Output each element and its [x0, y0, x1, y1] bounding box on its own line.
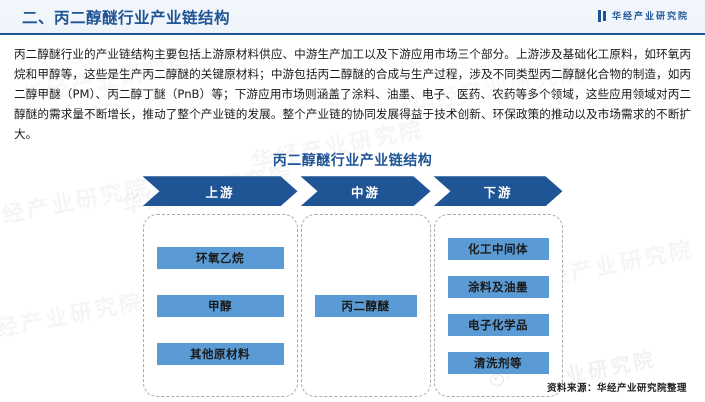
- stage-banner-row: 上游 中游 下游: [143, 176, 563, 206]
- stage-column-downstream: 化工中间体 涂料及油墨 电子化学品 清洗剂等: [433, 214, 563, 398]
- stage-banner-upstream: 上游: [143, 176, 298, 206]
- node-item: 环氧乙烷: [156, 246, 284, 269]
- node-item: 化工中间体: [447, 237, 549, 260]
- book-logo-icon: [597, 9, 607, 22]
- stage-column-midstream: 丙二醇醚: [300, 214, 431, 398]
- stage-banner-midstream: 中游: [301, 176, 431, 206]
- brand-logo: 华经产业研究院: [597, 9, 689, 22]
- node-item: 涂料及油墨: [447, 275, 549, 298]
- weibo-watermark-icon: [489, 372, 509, 386]
- page-title: 二、丙二醇醚行业产业链结构: [22, 8, 231, 27]
- node-item: 丙二醇醚: [314, 294, 417, 317]
- node-item: 电子化学品: [447, 313, 549, 336]
- value-chain-figure: 丙二醇醚行业产业链结构 上游 中游 下游 环氧乙烷 甲醇 其他原材料 丙二醇醚 …: [0, 150, 705, 398]
- page-header: 二、丙二醇醚行业产业链结构 华经产业研究院: [0, 0, 705, 35]
- article-paragraph: 丙二醇醚行业的产业链结构主要包括上游原材料供应、中游生产加工以及下游应用市场三个…: [14, 47, 691, 142]
- node-item: 甲醇: [156, 294, 284, 317]
- stage-banner-downstream: 下游: [434, 176, 563, 206]
- source-note: 资料来源：华经产业研究院整理: [546, 383, 687, 394]
- stage-column-upstream: 环氧乙烷 甲醇 其他原材料: [142, 214, 298, 398]
- node-item: 清洗剂等: [447, 351, 549, 374]
- node-item: 其他原材料: [156, 342, 284, 365]
- figure-title: 丙二醇醚行业产业链结构: [272, 153, 433, 170]
- stage-column-row: 环氧乙烷 甲醇 其他原材料 丙二醇醚 化工中间体 涂料及油墨 电子化学品 清洗剂…: [142, 214, 563, 398]
- brand-name: 华经产业研究院: [611, 12, 689, 22]
